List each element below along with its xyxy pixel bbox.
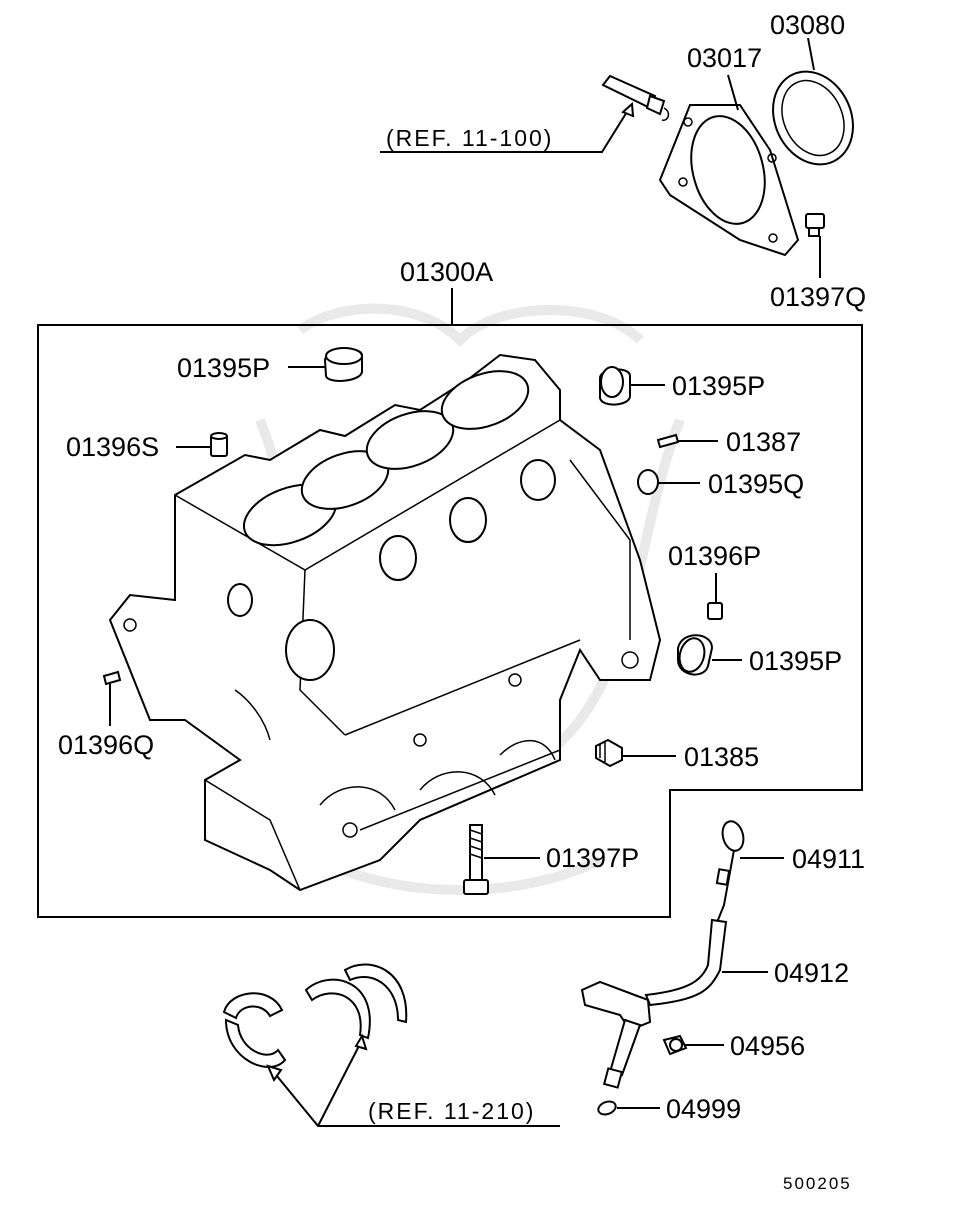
callout-04912: 04912 xyxy=(774,958,849,988)
arrow-head-washer xyxy=(354,1033,368,1051)
callout-04999: 04999 xyxy=(666,1094,741,1124)
leader-03017 xyxy=(727,74,739,111)
oil-level-gauge-guide-icon xyxy=(580,918,728,1089)
callout-01396P: 01396P xyxy=(668,541,761,571)
leader-03080 xyxy=(807,37,815,71)
dowel-pin-01396S-icon xyxy=(210,432,228,457)
callout-01396Q: 01396Q xyxy=(58,730,154,760)
callout-04956: 04956 xyxy=(730,1031,805,1061)
callout-03017: 03017 xyxy=(687,43,762,73)
callout-01397Q: 01397Q xyxy=(770,282,866,312)
assembly-label: 01300A xyxy=(400,257,493,287)
callout-01387: 01387 xyxy=(726,427,801,457)
callout-01397P: 01397P xyxy=(546,843,639,873)
o-ring-04999-icon xyxy=(597,1100,617,1116)
callout-04911: 04911 xyxy=(792,844,865,874)
stud-bolt-01397P-icon xyxy=(463,824,489,895)
dowel-01396P-icon xyxy=(707,602,723,620)
cylinder-block-assembly-box xyxy=(37,324,863,918)
callout-01396S: 01396S xyxy=(66,432,159,462)
arrow-head-bearing xyxy=(266,1064,283,1083)
callout-03080: 03080 xyxy=(770,10,845,40)
dowel-01396Q-icon xyxy=(102,670,122,686)
main-bearing-icon xyxy=(222,992,287,1068)
ref-11-100: (REF. 11-100) xyxy=(386,125,553,151)
sealant-tube-icon xyxy=(601,74,670,121)
oil-seal-case-icon xyxy=(658,104,800,257)
drain-plug-01385-icon xyxy=(595,738,623,768)
expansion-plug-01395P-right-icon xyxy=(677,634,714,676)
callout-01395P-top-right: 01395P xyxy=(672,371,765,401)
leader-ref-11-100 xyxy=(380,106,631,153)
expansion-plug-01395P-right-top-icon xyxy=(599,366,631,406)
ref-11-210: (REF. 11-210) xyxy=(368,1098,535,1124)
oil-level-gauge-icon xyxy=(715,820,745,926)
plug-01395Q-icon xyxy=(637,469,659,495)
bolt-04956-icon xyxy=(662,1034,688,1056)
thrust-washer-icon xyxy=(304,963,408,1040)
expansion-plug-01395P-icon xyxy=(323,347,363,382)
oil-seal-ring-icon xyxy=(772,70,854,166)
callout-01395P-top-left: 01395P xyxy=(177,353,270,383)
leader-ref-11-210-b xyxy=(317,1039,363,1127)
callout-01395P-right: 01395P xyxy=(749,646,842,676)
cylinder-block-icon xyxy=(108,353,662,892)
diagram-code: 500205 xyxy=(783,1174,852,1193)
arrow-head xyxy=(621,101,635,118)
callout-01385: 01385 xyxy=(684,742,759,772)
callout-01395Q: 01395Q xyxy=(708,469,804,499)
bolt-01397Q-icon xyxy=(805,213,825,237)
